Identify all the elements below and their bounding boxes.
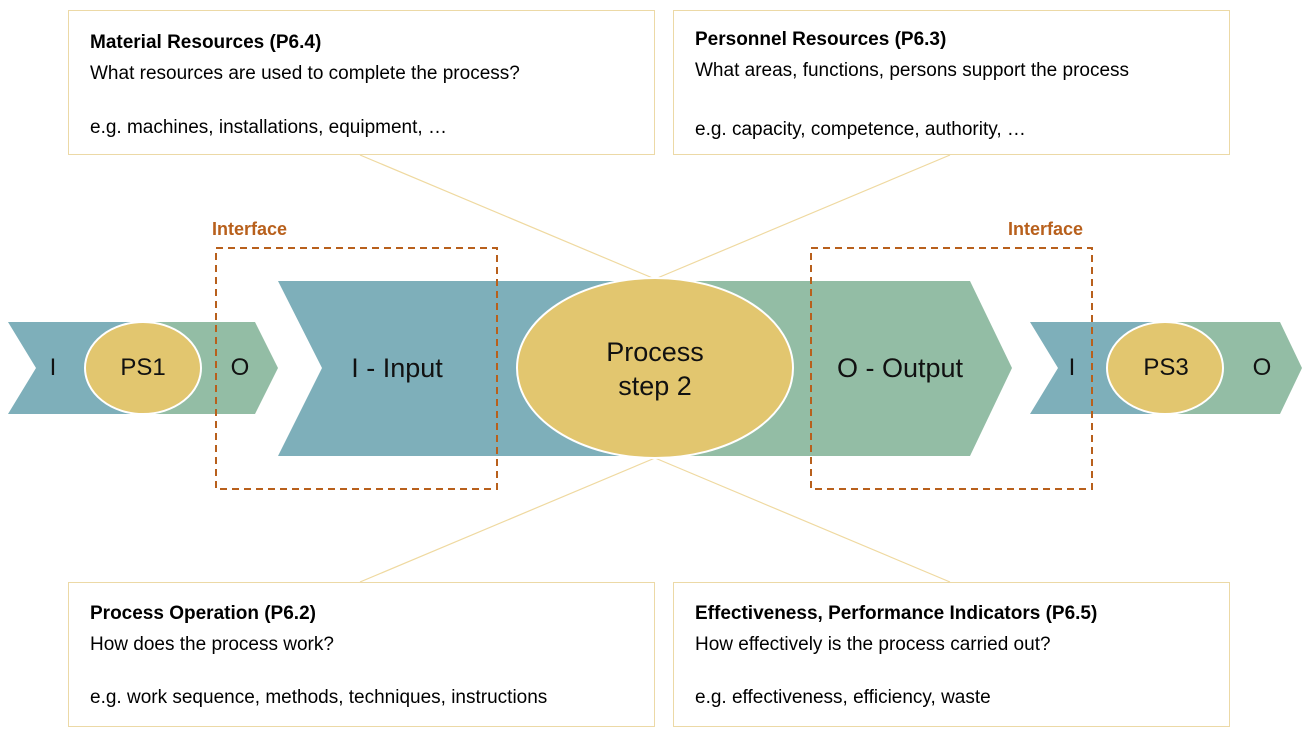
effectiveness-box: Effectiveness, Performance Indicators (P…	[673, 582, 1230, 727]
interface-label-right: Interface	[1008, 219, 1084, 239]
ps3-ellipse	[1106, 321, 1224, 415]
ps3-output-label: O	[1252, 354, 1272, 381]
personnel-resources-box: Personnel Resources (P6.3) What areas, f…	[673, 10, 1230, 155]
material-resources-example: e.g. machines, installations, equipment,…	[90, 117, 447, 138]
connector-line-operation	[359, 457, 656, 583]
process-operation-example: e.g. work sequence, methods, techniques,…	[90, 687, 548, 708]
interface-label-left: Interface	[212, 219, 288, 239]
process-step-2-line2: step 2	[618, 371, 692, 401]
connector-line-personnel	[654, 154, 951, 280]
effectiveness-question: How effectively is the process carried o…	[695, 634, 1051, 655]
material-resources-box: Material Resources (P6.4) What resources…	[68, 10, 655, 155]
personnel-resources-question: What areas, functions, persons support t…	[695, 60, 1130, 81]
process-step-2-ellipse	[516, 277, 794, 459]
process-operation-title: Process Operation (P6.2)	[90, 603, 316, 624]
ps1-name-label: PS1	[120, 354, 166, 381]
effectiveness-example: e.g. effectiveness, efficiency, waste	[695, 687, 991, 708]
interface-box-left	[215, 247, 498, 490]
main-input-label: I - Input	[351, 353, 443, 383]
main-output-label: O - Output	[836, 353, 964, 383]
connector-line-material	[359, 154, 656, 280]
ps1-ellipse	[84, 321, 202, 415]
material-resources-question: What resources are used to complete the …	[90, 63, 520, 84]
personnel-resources-example: e.g. capacity, competence, authority, …	[695, 119, 1026, 140]
interface-box-right	[810, 247, 1093, 490]
ps3-input-label: I	[1068, 354, 1076, 381]
effectiveness-title: Effectiveness, Performance Indicators (P…	[695, 603, 1098, 624]
process-step-2-line1: Process	[606, 337, 704, 367]
connector-line-effectiveness	[654, 457, 951, 583]
personnel-resources-title: Personnel Resources (P6.3)	[695, 29, 947, 50]
ps1-output-label: O	[230, 354, 250, 381]
process-operation-box: Process Operation (P6.2) How does the pr…	[68, 582, 655, 727]
ps3-name-label: PS3	[1143, 354, 1189, 381]
process-operation-question: How does the process work?	[90, 634, 334, 655]
material-resources-title: Material Resources (P6.4)	[90, 32, 322, 53]
ps1-input-label: I	[49, 354, 57, 381]
